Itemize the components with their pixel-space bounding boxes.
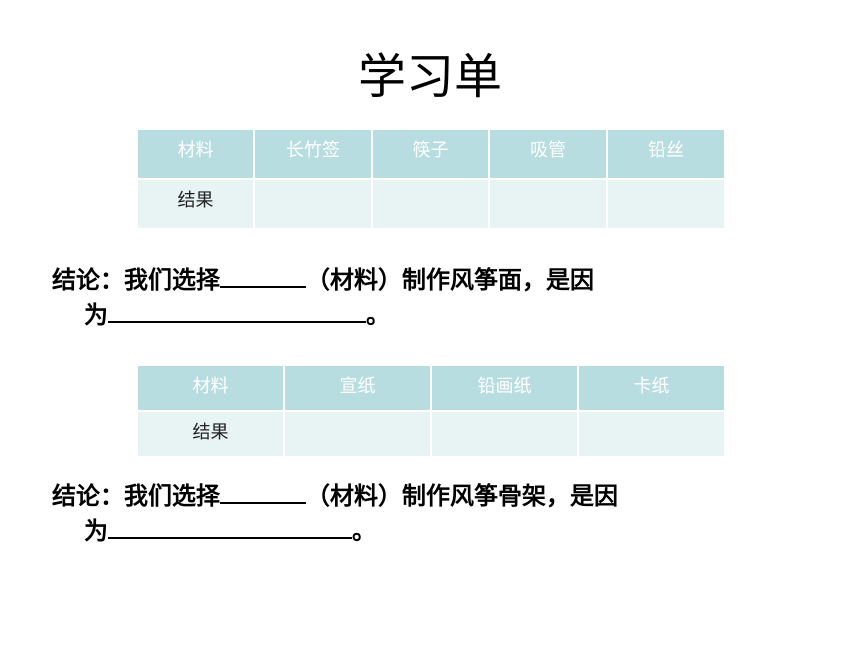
result-cell[interactable] xyxy=(371,178,490,230)
header-drawing-paper: 铅画纸 xyxy=(430,364,579,412)
reason-blank[interactable] xyxy=(108,297,366,323)
material-blank[interactable] xyxy=(220,262,306,288)
table-header-row: 材料 宣纸 铅画纸 卡纸 xyxy=(136,364,726,412)
conclusion-middle: （材料）制作风筝骨架，是因 xyxy=(306,481,618,510)
materials-table-kite-frame: 材料 宣纸 铅画纸 卡纸 结果 xyxy=(136,364,726,458)
conclusion-middle: （材料）制作风筝面，是因 xyxy=(306,265,594,294)
result-cell[interactable] xyxy=(253,178,373,230)
header-material: 材料 xyxy=(136,128,255,180)
conclusion-kite-surface: 结论：我们选择 （材料）制作风筝面，是因 为 。 xyxy=(52,262,594,332)
result-cell[interactable] xyxy=(488,178,608,230)
header-long-bamboo-stick: 长竹签 xyxy=(253,128,373,180)
header-material: 材料 xyxy=(136,364,285,412)
conclusion-end: 。 xyxy=(366,300,390,329)
conclusion-line2-prefix: 为 xyxy=(84,300,108,329)
row-label-result: 结果 xyxy=(136,178,255,230)
table-row: 结果 xyxy=(136,410,726,458)
result-cell[interactable] xyxy=(283,410,432,458)
table-header-row: 材料 长竹签 筷子 吸管 铅丝 xyxy=(136,128,726,180)
conclusion-end: 。 xyxy=(352,516,376,545)
header-chopsticks: 筷子 xyxy=(371,128,490,180)
materials-table-kite-surface: 材料 长竹签 筷子 吸管 铅丝 结果 xyxy=(136,128,726,230)
header-straw: 吸管 xyxy=(488,128,608,180)
header-cardboard: 卡纸 xyxy=(577,364,726,412)
header-lead-wire: 铅丝 xyxy=(606,128,726,180)
reason-blank[interactable] xyxy=(108,513,352,539)
conclusion-prefix: 结论：我们选择 xyxy=(52,265,220,294)
result-cell[interactable] xyxy=(430,410,579,458)
conclusion-kite-frame: 结论：我们选择 （材料）制作风筝骨架，是因 为 。 xyxy=(52,478,618,548)
result-cell[interactable] xyxy=(606,178,726,230)
material-blank[interactable] xyxy=(220,478,306,504)
conclusion-line2-prefix: 为 xyxy=(84,516,108,545)
result-cell[interactable] xyxy=(577,410,726,458)
row-label-result: 结果 xyxy=(136,410,285,458)
conclusion-prefix: 结论：我们选择 xyxy=(52,481,220,510)
header-xuan-paper: 宣纸 xyxy=(283,364,432,412)
page-title: 学习单 xyxy=(357,49,502,105)
table-row: 结果 xyxy=(136,178,726,230)
